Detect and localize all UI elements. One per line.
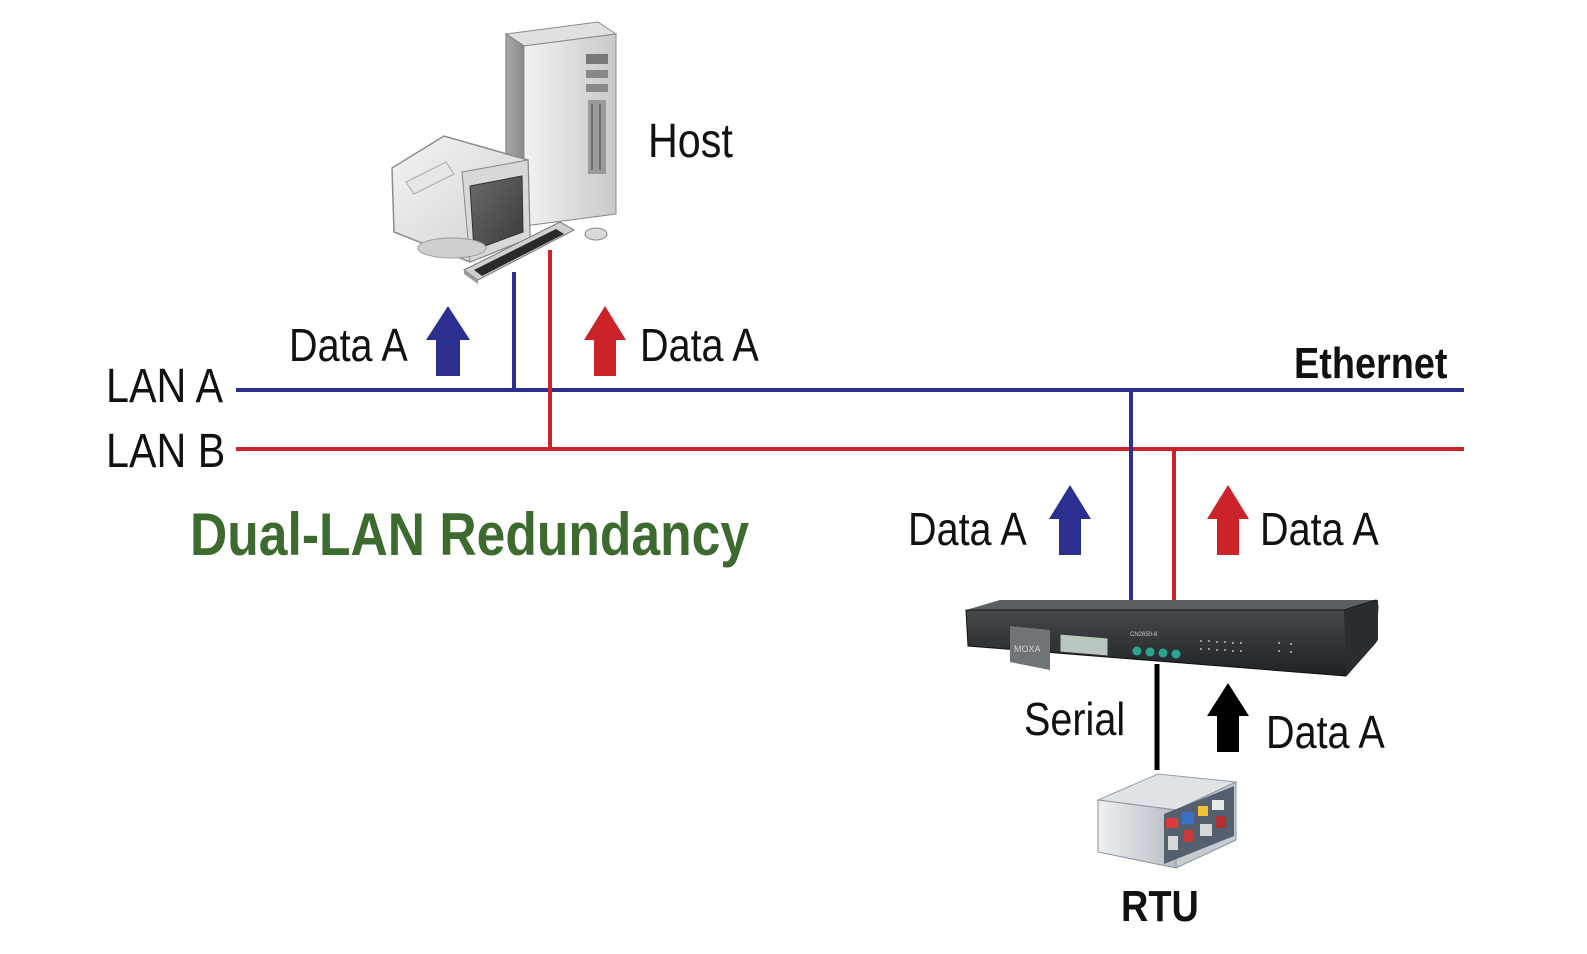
host-computer-icon [391, 21, 618, 284]
rtu-label: RTU [1121, 882, 1199, 931]
lan-b-label: LAN B [106, 425, 226, 478]
host-label: Host [648, 115, 733, 168]
arrow-up-device-lan-a [1049, 485, 1091, 555]
arrow-up-serial [1207, 683, 1249, 752]
serial-label: Serial [1024, 693, 1126, 745]
data-label-device-lan-b: Data A [1260, 503, 1379, 555]
device-brand-text: MOXA [1014, 644, 1041, 654]
arrow-up-device-lan-b [1207, 485, 1249, 555]
arrow-up-host-lan-a [426, 306, 470, 376]
data-label-serial: Data A [1266, 706, 1385, 758]
rtu-icon [1096, 773, 1238, 869]
data-label-host-lan-a: Data A [289, 319, 408, 371]
lan-a-label: LAN A [106, 360, 224, 413]
device-model-text: CN2650-8 [1130, 632, 1158, 638]
arrow-up-host-lan-b [584, 306, 626, 376]
data-label-device-lan-a: Data A [908, 503, 1027, 555]
diagram-title: Dual-LAN Redundancy [190, 501, 750, 568]
data-label-host-lan-b: Data A [640, 319, 759, 371]
serial-device-server-icon: MOXA CN2650-8 [965, 599, 1379, 677]
ethernet-label: Ethernet [1294, 339, 1448, 388]
